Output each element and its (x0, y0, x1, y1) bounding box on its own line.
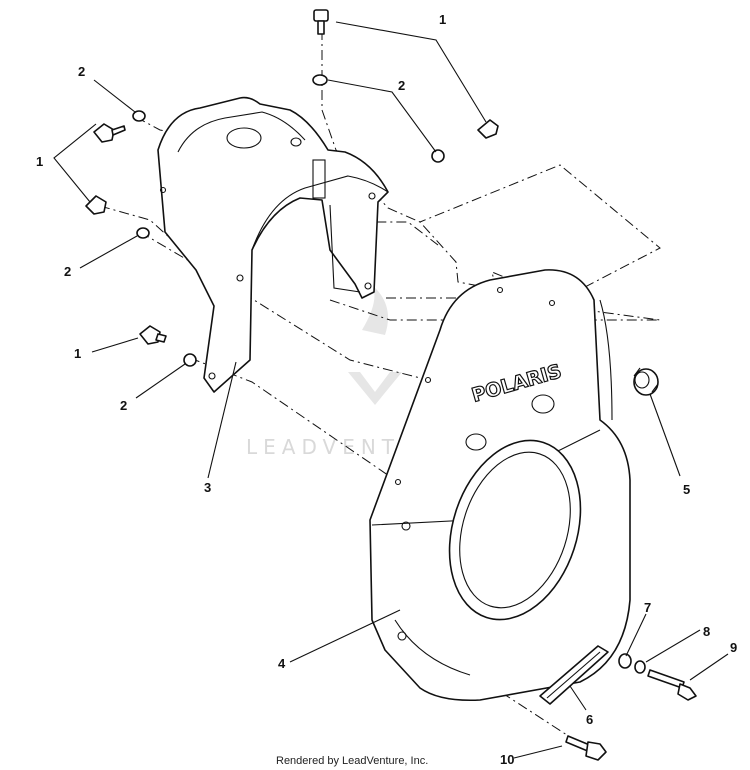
callout-6: 6 (586, 712, 593, 727)
washer-part-2-upper-left[interactable] (132, 110, 146, 122)
callout-5: 5 (683, 482, 690, 497)
strap-part-6[interactable] (539, 645, 609, 705)
plug-part-5[interactable] (633, 367, 659, 396)
callout-4: 4 (278, 656, 286, 671)
callout-1-top: 1 (439, 12, 446, 27)
callout-1-left: 1 (36, 154, 43, 169)
callout-3: 3 (204, 480, 211, 495)
callout-7: 7 (644, 600, 651, 615)
washer-part-2-middle[interactable] (183, 353, 197, 367)
bolt-part-1-right[interactable] (477, 119, 499, 139)
bolt-part-1-middle[interactable] (139, 325, 167, 345)
callout-9: 9 (730, 640, 737, 655)
upper-shroud-part-3[interactable] (157, 96, 389, 393)
bolt-part-10[interactable] (565, 735, 607, 761)
leader-lines (53, 21, 729, 759)
callout-1-middle: 1 (74, 346, 81, 361)
callout-2-top: 2 (398, 78, 405, 93)
credit-text: Rendered by LeadVenture, Inc. (276, 755, 428, 767)
callout-2-upper-left: 2 (78, 64, 85, 79)
callout-8: 8 (703, 624, 710, 639)
washer-part-2-top[interactable] (312, 74, 328, 86)
washer-part-2-lower-left[interactable] (136, 227, 150, 239)
bolt-part-1-left-upper[interactable] (93, 123, 126, 143)
bolt-part-1-left-lower[interactable] (85, 195, 107, 215)
washer-part-2-right[interactable] (431, 149, 445, 163)
callout-2-middle: 2 (120, 398, 127, 413)
washer-part-8[interactable] (634, 660, 646, 674)
blower-housing-part-4[interactable]: POLARIS (369, 269, 631, 702)
bolt-part-1-top[interactable] (313, 9, 329, 35)
callout-labels: 1 2 2 1 2 1 2 3 5 4 7 8 9 6 10 (36, 12, 737, 767)
callout-2-lower-left: 2 (64, 264, 71, 279)
washer-part-7[interactable] (618, 653, 632, 669)
bolt-part-9[interactable] (647, 669, 697, 701)
callout-10: 10 (500, 752, 514, 767)
